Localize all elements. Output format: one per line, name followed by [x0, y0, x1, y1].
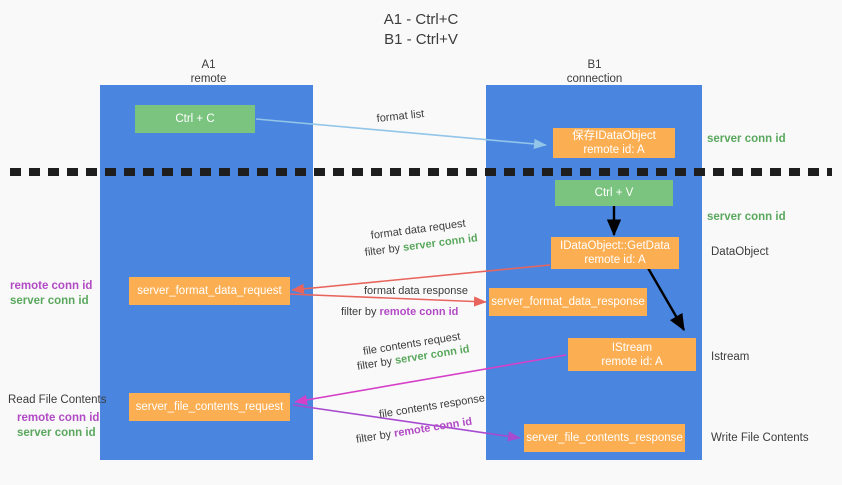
node-getdata-line1: IDataObject::GetData: [560, 240, 670, 252]
node-server-format-data-response[interactable]: server_format_data_response: [489, 288, 647, 316]
node-server-format-data-request[interactable]: server_format_data_request: [129, 277, 290, 305]
filter-by-text-2: filter by: [341, 306, 377, 318]
right-label-server-conn-id-2: server conn id: [707, 211, 786, 223]
node-server-file-contents-response[interactable]: server_file_contents_response: [524, 424, 685, 452]
filter-by-text-3: filter by: [356, 355, 394, 373]
left-label-server-conn-id-2: server conn id: [17, 427, 96, 439]
phase-divider-dashed-line: [10, 168, 832, 176]
left-label-remote-conn-id-1: remote conn id: [10, 280, 93, 292]
column-b1-sub: connection: [566, 73, 623, 85]
diagram-title: A1 - Ctrl+C B1 - Ctrl+V: [0, 10, 842, 50]
left-label-server-conn-id-1: server conn id: [10, 295, 89, 307]
node-ctrl-v-label: Ctrl + V: [594, 187, 634, 199]
node-save-idataobject-line1: 保存IDataObject: [572, 130, 656, 142]
left-label-remote-conn-id-2: remote conn id: [17, 412, 100, 424]
remote-conn-id-text-2: remote conn id: [393, 415, 473, 440]
column-b1-name: B1: [587, 59, 602, 71]
node-server-file-contents-request[interactable]: server_file_contents_request: [129, 393, 290, 421]
node-istream-line1: IStream: [611, 341, 653, 354]
node-server-format-data-response-label: server_format_data_response: [491, 296, 645, 308]
column-header-a1: A1 remote: [126, 58, 291, 86]
node-istream[interactable]: IStream remote id: A: [568, 338, 696, 371]
left-label-read-file-contents: Read File Contents: [8, 394, 107, 406]
title-line-2: B1 - Ctrl+V: [384, 31, 458, 48]
right-label-write-file-contents: Write File Contents: [711, 432, 809, 444]
edge-label-format-data-response-text: format data response: [364, 285, 468, 297]
node-save-idataobject[interactable]: 保存IDataObject remote id: A: [553, 128, 675, 158]
node-ctrl-c-label: Ctrl + C: [175, 113, 215, 125]
node-idataobject-getdata[interactable]: IDataObject::GetData remote id: A: [551, 237, 679, 269]
node-getdata-line2: remote id: A: [584, 254, 646, 266]
column-a1-name: A1: [201, 59, 216, 71]
right-label-dataobject: DataObject: [711, 246, 769, 258]
node-save-idataobject-line2: remote id: A: [583, 144, 645, 156]
edge-label-format-list-text: format list: [376, 108, 425, 125]
edge-label-format-data-response: format data response: [364, 284, 468, 298]
node-ctrl-c[interactable]: Ctrl + C: [135, 105, 255, 133]
column-a1-sub: remote: [190, 73, 227, 85]
node-server-format-data-request-label: server_format_data_request: [137, 285, 282, 297]
filter-by-text-4: filter by: [355, 428, 393, 446]
node-server-file-contents-request-label: server_file_contents_request: [135, 401, 284, 413]
remote-conn-id-text-1: remote conn id: [379, 306, 459, 318]
node-ctrl-v[interactable]: Ctrl + V: [555, 180, 673, 206]
edge-label-format-list: format list: [376, 107, 425, 126]
right-label-istream: Istream: [711, 351, 750, 363]
title-line-1: A1 - Ctrl+C: [383, 11, 459, 28]
edge-label-format-data-response-filter: filter by remote conn id: [341, 305, 458, 319]
right-label-server-conn-id-1: server conn id: [707, 133, 786, 145]
node-istream-line2: remote id: A: [601, 355, 663, 368]
column-header-b1: B1 connection: [512, 58, 677, 86]
filter-by-text-1: filter by: [364, 242, 401, 259]
edge-label-file-contents-response-filter: filter by remote conn id: [355, 415, 473, 447]
node-server-file-contents-response-label: server_file_contents_response: [526, 432, 683, 444]
